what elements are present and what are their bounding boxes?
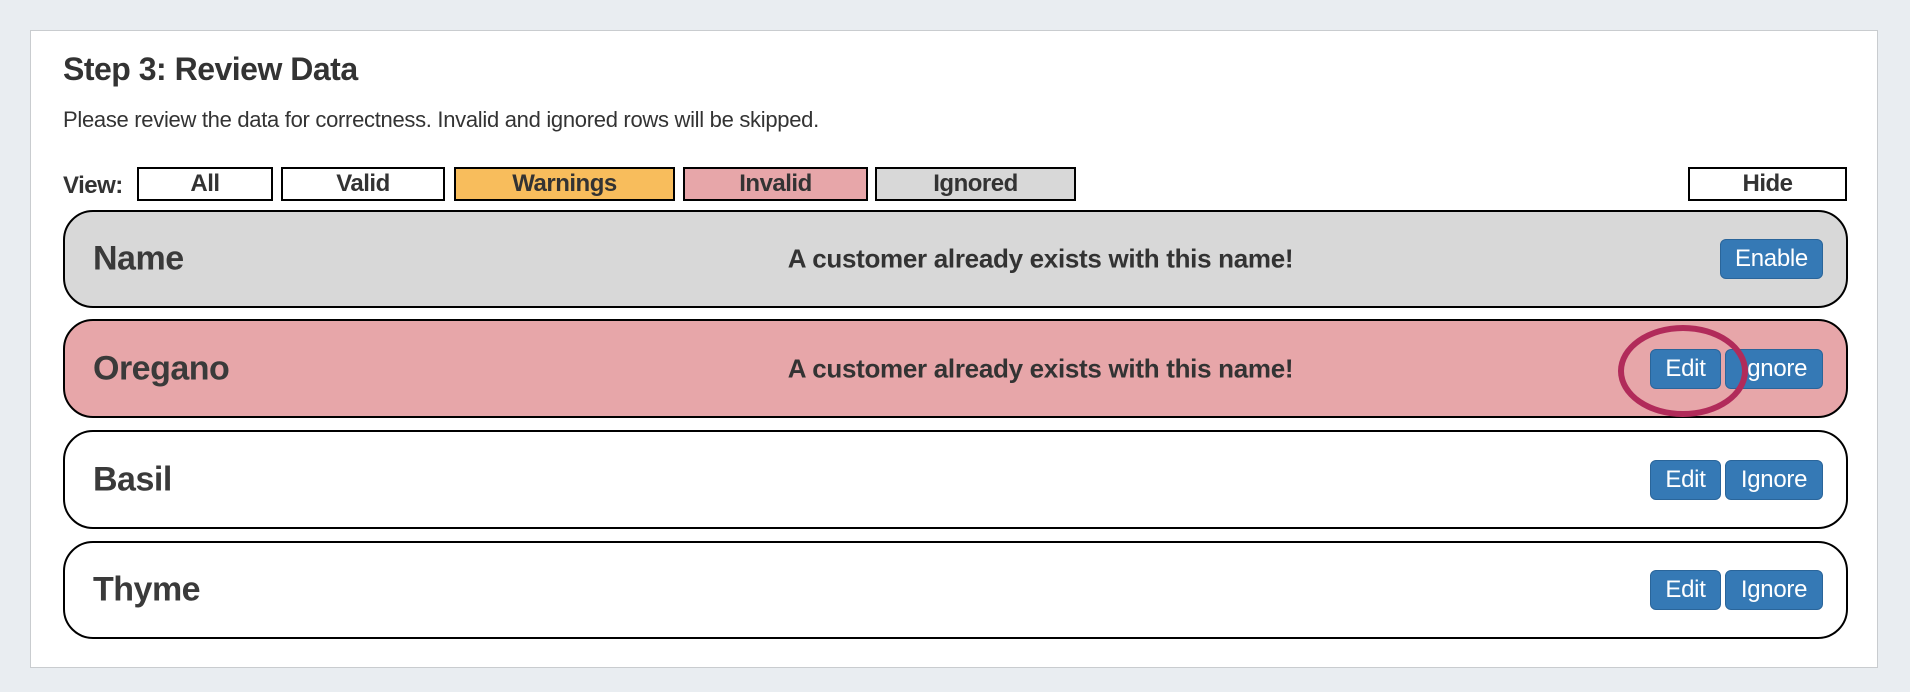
- page-subtitle: Please review the data for correctness. …: [63, 107, 819, 132]
- filter-button-warnings[interactable]: Warnings: [454, 167, 675, 201]
- row-label: Oregano: [93, 349, 230, 387]
- filter-button-valid[interactable]: Valid: [281, 167, 445, 201]
- data-row-basil: Basil Edit Ignore: [63, 430, 1848, 529]
- row-warning-message: A customer already exists with this name…: [787, 353, 1294, 383]
- ignore-button[interactable]: Ignore: [1725, 348, 1823, 389]
- enable-button[interactable]: Enable: [1720, 239, 1823, 279]
- ignore-button[interactable]: Ignore: [1725, 570, 1823, 610]
- data-row-thyme: Thyme Edit Ignore: [63, 541, 1848, 639]
- filter-button-ignored[interactable]: Ignored: [875, 167, 1076, 201]
- filter-button-all[interactable]: All: [137, 167, 273, 201]
- view-filter-label: View:: [63, 172, 123, 199]
- review-panel: Step 3: Review Data Please review the da…: [30, 30, 1878, 668]
- edit-button[interactable]: Edit: [1650, 348, 1721, 389]
- row-label: Basil: [93, 460, 172, 498]
- filter-button-invalid[interactable]: Invalid: [683, 167, 868, 201]
- edit-button[interactable]: Edit: [1650, 570, 1721, 610]
- edit-button[interactable]: Edit: [1650, 459, 1721, 500]
- ignore-button[interactable]: Ignore: [1725, 459, 1823, 500]
- row-label: Name: [93, 239, 184, 278]
- row-warning-message: A customer already exists with this name…: [787, 243, 1294, 274]
- data-row-oregano: Oregano A customer already exists with t…: [63, 319, 1848, 418]
- data-row-name: Name A customer already exists with this…: [63, 210, 1848, 308]
- row-label: Thyme: [93, 570, 201, 609]
- hide-button[interactable]: Hide: [1688, 167, 1847, 201]
- page-title: Step 3: Review Data: [63, 51, 358, 87]
